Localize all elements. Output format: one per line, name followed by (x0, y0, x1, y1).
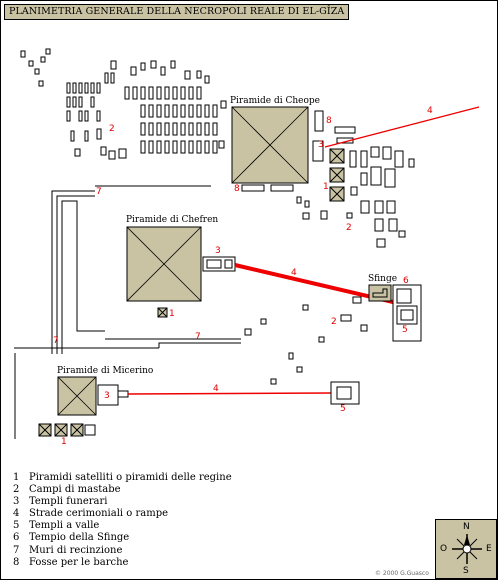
compass-o: O (440, 544, 448, 554)
compass-e: E (486, 544, 492, 554)
marker-2-east: 2 (346, 223, 352, 233)
map-title: PLANIMETRIA GENERALE DELLA NECROPOLI REA… (4, 4, 350, 20)
marker-1-chefren: 1 (169, 309, 175, 319)
micerino-satellites (38, 423, 96, 437)
compass-rose-icon (452, 534, 482, 564)
marker-3-cheope: 3 (318, 140, 324, 150)
marker-2-west: 2 (109, 124, 115, 134)
label-cheope: Piramide di Cheope (230, 96, 320, 106)
micerino-pyramid[interactable] (57, 376, 97, 416)
chefren-satellite (157, 307, 168, 318)
marker-8-south: 8 (234, 184, 240, 194)
compass: N S O E (435, 519, 497, 579)
marker-5-micerino: 5 (340, 404, 346, 414)
cheope-causeway (324, 106, 480, 148)
marker-4-cheope: 4 (427, 106, 433, 116)
micerino-temple (97, 384, 129, 406)
compass-s: S (463, 566, 469, 576)
label-micerino: Piramide di Micerino (57, 366, 153, 376)
marker-2-south: 2 (331, 317, 337, 327)
micerino-valley-temple (330, 381, 360, 405)
marker-7-west: 7 (53, 336, 59, 346)
compass-n: N (463, 522, 470, 532)
marker-1-cheope: 1 (323, 182, 329, 192)
west-mastaba-field (20, 48, 227, 160)
marker-5-sfinge: 5 (402, 325, 408, 335)
marker-3-micerino: 3 (104, 391, 110, 401)
cheope-pyramid[interactable] (231, 106, 309, 184)
east-mastaba-field (296, 146, 415, 248)
cheope-satellites (312, 140, 345, 202)
label-sfinge: Sfinge (368, 274, 397, 284)
chefren-enclosure-wall (14, 185, 241, 439)
copyright: © 2000 G.Guasco (375, 570, 429, 577)
marker-1-micerino: 1 (61, 437, 67, 447)
marker-7-east: 7 (195, 332, 201, 342)
chefren-pyramid[interactable] (126, 226, 202, 302)
sphinx-complex[interactable] (368, 284, 422, 342)
marker-4-micerino: 4 (213, 384, 219, 394)
marker-3-chefren: 3 (215, 246, 221, 256)
marker-8-cheope: 8 (326, 116, 332, 126)
necropolis-map: Piramide di Cheope Piramide di Chefren P… (14, 48, 480, 447)
micerino-causeway (127, 392, 332, 395)
marker-7-north: 7 (96, 187, 102, 197)
cheope-boat-pits (241, 110, 356, 192)
label-chefren: Piramide di Chefren (126, 215, 218, 225)
marker-6-sfinge: 6 (403, 276, 409, 286)
chefren-temple (202, 256, 236, 272)
south-mastaba-field (244, 296, 368, 385)
marker-4-chefren: 4 (291, 268, 297, 278)
